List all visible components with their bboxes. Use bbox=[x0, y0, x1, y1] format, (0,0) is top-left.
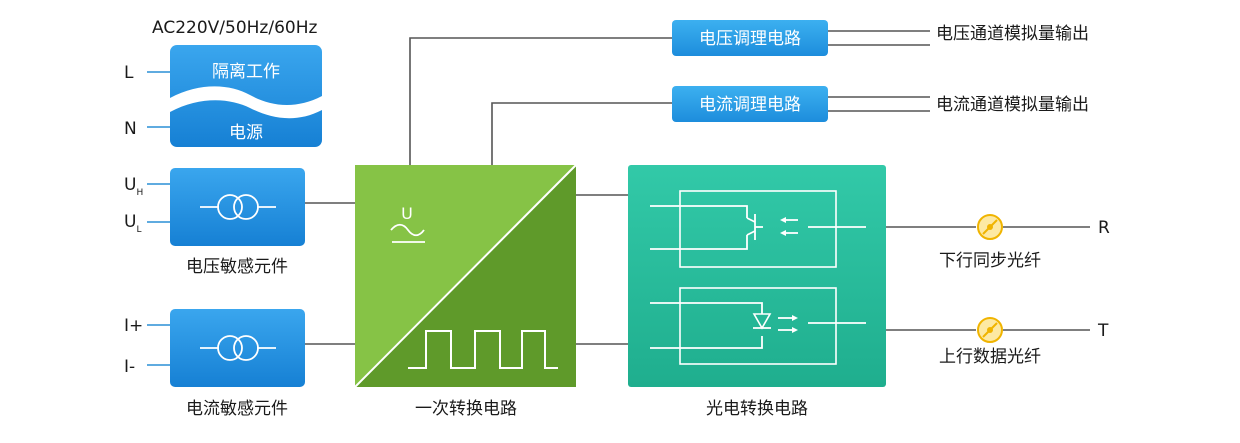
isolated-power-block: 隔离工作 电源 bbox=[170, 45, 322, 147]
current-sensor-block bbox=[170, 309, 305, 387]
current-sensor-caption: 电流敏感元件 bbox=[186, 399, 288, 419]
current-conditioning-label: 电流调理电路 bbox=[699, 95, 801, 115]
downlink-fiber-label: 下行同步光纤 bbox=[939, 251, 1041, 271]
wire-primary-to-current-conditioning bbox=[491, 102, 672, 165]
power-block-bottom-label: 电源 bbox=[229, 123, 263, 143]
input-terminal-n: N bbox=[124, 119, 137, 139]
fiber-connector-icon bbox=[977, 317, 1003, 343]
sine-wave-icon bbox=[390, 223, 425, 237]
wire-primary-to-voltage-conditioning bbox=[409, 37, 672, 165]
fiber-connector-icon bbox=[977, 214, 1003, 240]
led-transmitter-icon bbox=[650, 287, 866, 365]
primary-caption: 一次转换电路 bbox=[415, 399, 517, 419]
voltage-output-label: 电压通道模拟量输出 bbox=[936, 24, 1089, 44]
input-terminal-ul: UL bbox=[124, 212, 141, 235]
input-terminal-uh: UH bbox=[124, 175, 143, 198]
transformer-icon bbox=[200, 194, 276, 220]
primary-conversion-group: U 一次转换电路 bbox=[354, 164, 577, 419]
power-block-top-label: 隔离工作 bbox=[212, 62, 280, 82]
optical-block-body bbox=[628, 165, 886, 387]
supply-voltage-label: AC220V/50Hz/60Hz bbox=[152, 18, 317, 38]
current-sensor-group: I+ I- 电流敏感元件 bbox=[124, 309, 305, 419]
optical-conversion-group: 光电转换电路 bbox=[628, 165, 886, 419]
voltage-sensor-group: UH UL 电压敏感元件 bbox=[124, 168, 305, 277]
uplink-fiber-group: T 上行数据光纤 bbox=[886, 317, 1109, 367]
downlink-terminal-r: R bbox=[1098, 218, 1110, 238]
photo-receiver-icon bbox=[650, 190, 866, 268]
transformer-icon bbox=[200, 335, 276, 361]
downlink-fiber-group: R 下行同步光纤 bbox=[886, 214, 1110, 271]
uplink-fiber-label: 上行数据光纤 bbox=[939, 347, 1041, 367]
primary-block-divider bbox=[354, 164, 577, 388]
current-conditioning-group: 电流调理电路 电流通道模拟量输出 bbox=[672, 86, 1089, 122]
optical-caption: 光电转换电路 bbox=[706, 399, 808, 419]
voltage-sensor-block bbox=[170, 168, 305, 246]
primary-analog-symbol: U bbox=[401, 204, 413, 223]
current-conditioning-block bbox=[672, 86, 828, 122]
voltage-conditioning-label: 电压调理电路 bbox=[699, 29, 801, 49]
isolation-wave bbox=[170, 86, 322, 119]
pulse-wave-icon bbox=[408, 330, 558, 369]
input-terminal-iplus: I+ bbox=[124, 316, 143, 336]
input-terminal-iminus: I- bbox=[124, 357, 135, 377]
voltage-sensor-caption: 电压敏感元件 bbox=[186, 257, 288, 277]
input-terminal-l: L bbox=[124, 63, 134, 83]
current-output-label: 电流通道模拟量输出 bbox=[936, 95, 1089, 115]
voltage-conditioning-group: 电压调理电路 电压通道模拟量输出 bbox=[672, 20, 1089, 56]
uplink-terminal-t: T bbox=[1097, 321, 1109, 341]
power-supply-group: AC220V/50Hz/60Hz L N 隔离工作 电源 bbox=[124, 18, 322, 147]
voltage-conditioning-block bbox=[672, 20, 828, 56]
